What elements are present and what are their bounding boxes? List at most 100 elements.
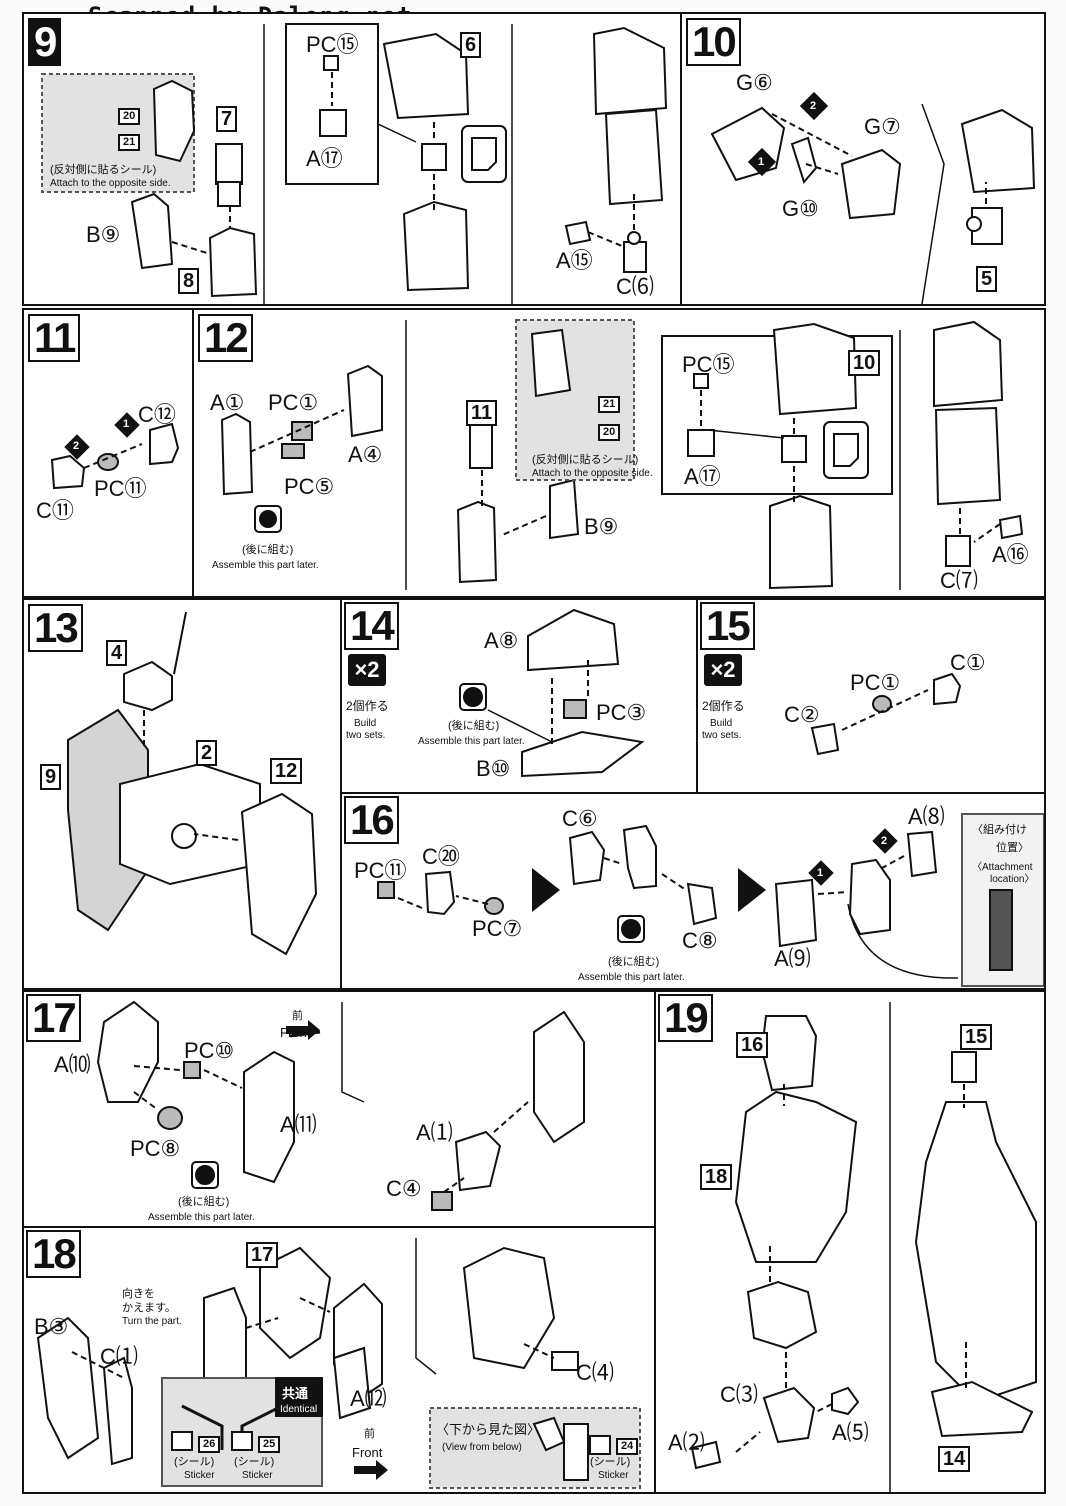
part-label-pc15: PC⑮ (306, 32, 359, 57)
sticker-en: Sticker (598, 1470, 629, 1481)
subassembly-ref-8: 8 (178, 268, 200, 294)
front-en: Front (352, 1445, 383, 1460)
build-two-en-1: Build (710, 718, 733, 729)
assemble-later-jp: (後に組む) (608, 956, 660, 968)
part-label-a28: A⑻ (908, 804, 945, 829)
order-2: 2 (810, 100, 817, 112)
step-9-panel: 9 (22, 12, 682, 306)
opposite-side-note-en: Attach to the opposite side. (532, 468, 653, 479)
step-number: 18 (26, 1230, 81, 1278)
sticker-ref-26: 26 (198, 1436, 221, 1453)
step-number: 12 (198, 314, 253, 362)
build-two-jp: 2個作る (702, 699, 745, 713)
step-10-illustration (710, 91, 1036, 304)
part-label-c1: C① (950, 650, 986, 675)
part-label-a16: A⑯ (992, 542, 1029, 567)
quantity-badge: ×2 (348, 654, 386, 686)
assemble-later-en: Assemble this part later. (148, 1212, 255, 1223)
step-13-illustration (67, 611, 318, 956)
subassembly-ref-10: 10 (848, 350, 881, 376)
step-11-illustration (50, 412, 180, 490)
step-14-illustration (459, 608, 645, 778)
step-14-panel: 14 ×2 2個作る Build two sets. A⑧ PC③ B⑩ (後に… (340, 598, 698, 794)
order-2: 2 (73, 440, 80, 452)
step-number: 10 (686, 18, 741, 66)
turn-part-jp-2: かえます。 (122, 1302, 176, 1314)
assemble-later-en: Assemble this part later. (578, 972, 685, 983)
sticker-ref-21: 21 (598, 396, 621, 413)
turn-part-jp-1: 向きを (122, 1288, 155, 1300)
opposite-side-note-jp: (反対側に貼るシール) (532, 454, 639, 466)
part-label-c11: C⑪ (36, 498, 74, 523)
part-label-pc11: PC⑪ (94, 476, 147, 501)
turn-part-en: Turn the part. (122, 1316, 182, 1327)
build-two-en-1: Build (354, 718, 377, 729)
part-label-a17: A⑰ (306, 146, 343, 171)
part-label-g10: G⑩ (782, 196, 819, 221)
step-19-illustration (690, 1002, 1037, 1492)
part-label-pc11: PC⑪ (354, 858, 407, 883)
step-17-illustration (96, 1000, 585, 1211)
step-number: 14 (344, 602, 399, 650)
front-jp: 前 (292, 1010, 303, 1022)
sticker-en: Sticker (242, 1470, 273, 1481)
sticker-jp: (シール) (590, 1456, 631, 1468)
build-two-en-2: two sets. (702, 730, 742, 741)
part-label-a31: A⑾ (280, 1112, 317, 1137)
subassembly-ref-12: 12 (270, 758, 303, 784)
build-two-en-2: two sets. (346, 730, 386, 741)
proceed-arrow-icon (532, 868, 560, 912)
opposite-side-note-jp: (反対側に貼るシール) (50, 164, 157, 176)
part-label-a8: A⑧ (484, 628, 519, 653)
view-from-below-en: (View from below) (442, 1442, 522, 1453)
part-label-pc1: PC① (268, 390, 319, 415)
part-label-a1: A① (210, 390, 245, 415)
sticker-ref-20: 20 (598, 424, 621, 441)
subassembly-ref-14: 14 (938, 1446, 971, 1472)
step-12-panel: 12 (192, 308, 1046, 598)
step-9-illustration (41, 23, 668, 304)
step-15-illustration (810, 672, 962, 756)
sticker-en: Sticker (184, 1470, 215, 1481)
step-11-panel: 11 C⑫ PC⑪ C⑪ 1 2 (22, 308, 194, 598)
step-number: 13 (28, 604, 83, 652)
step-number: 15 (700, 602, 755, 650)
part-label-a15: A⑮ (556, 248, 593, 273)
part-label-b9: B⑨ (584, 514, 619, 539)
order-2: 2 (881, 835, 888, 847)
step-number: 17 (26, 994, 81, 1042)
part-label-g7: G⑦ (864, 114, 901, 139)
step-19-panel: 19 (654, 990, 1046, 1494)
subassembly-ref-5: 5 (976, 266, 998, 292)
assemble-later-jp: (後に組む) (448, 720, 500, 732)
subassembly-ref-7: 7 (216, 106, 238, 132)
step-18-illustration (36, 1238, 641, 1489)
subassembly-ref-6: 6 (460, 32, 482, 58)
attachment-location-en-2: location〉 (990, 874, 1035, 885)
order-1: 1 (123, 418, 130, 430)
subassembly-ref-11: 11 (466, 400, 498, 426)
assemble-later-jp: (後に組む) (178, 1196, 230, 1208)
part-label-pc8: PC⑧ (130, 1136, 181, 1161)
opposite-side-note-en: Attach to the opposite side. (50, 178, 171, 189)
step-12-illustration (220, 319, 1024, 590)
part-label-c2: C② (784, 702, 820, 727)
part-label-c8: C⑧ (682, 928, 718, 953)
part-label-pc5: PC⑤ (284, 474, 335, 499)
build-two-jp: 2個作る (346, 699, 389, 713)
part-label-a32: A⑿ (350, 1386, 387, 1411)
part-label-c25: C⑹ (616, 274, 654, 299)
assemble-later-en: Assemble this part later. (212, 560, 319, 571)
part-label-c6: C⑥ (562, 806, 598, 831)
part-label-b3: B③ (34, 1314, 69, 1339)
identical-en: Identical (280, 1404, 318, 1415)
order-1: 1 (817, 867, 824, 879)
subassembly-ref-9: 9 (40, 764, 62, 790)
part-label-a21: A⑴ (416, 1120, 453, 1145)
part-label-c12: C⑫ (138, 402, 176, 427)
step-16-panel: 16 (340, 792, 1046, 990)
step-16-illustration (377, 813, 1044, 987)
part-label-pc3: PC③ (596, 700, 647, 725)
subassembly-ref-17: 17 (246, 1242, 279, 1268)
sticker-ref-24: 24 (616, 1438, 639, 1455)
